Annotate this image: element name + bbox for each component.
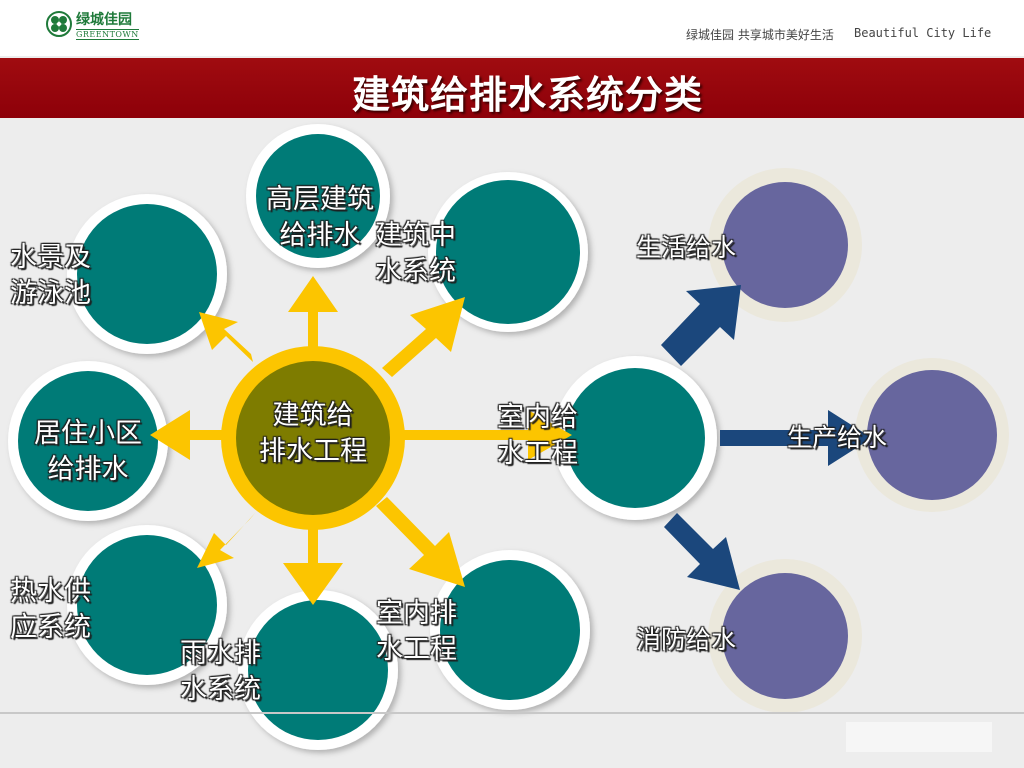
footer-divider xyxy=(0,712,1024,714)
high-rise-label-line1: 高层建筑 xyxy=(266,184,374,215)
branch-arrows xyxy=(150,276,572,605)
indoor-supply-label: 室内给 水工程 xyxy=(497,400,578,472)
high-rise-label: 高层建筑 给排水 xyxy=(250,182,390,254)
high-rise-label-line2: 给排水 xyxy=(279,220,361,251)
rainwater-label-line2: 水系统 xyxy=(180,674,261,705)
greentown-logo: 绿城佳园 GREENTOWN xyxy=(46,9,139,43)
arrow-to-domestic xyxy=(661,285,741,366)
arrow-to-production xyxy=(720,410,872,466)
logo-english-text: GREENTOWN xyxy=(76,29,139,40)
footer-box xyxy=(846,722,992,752)
clover-icon xyxy=(46,11,72,37)
residential-node xyxy=(8,361,168,521)
arrow-to-fire xyxy=(664,513,740,590)
slogan-english: Beautiful City Life xyxy=(854,26,992,40)
production-supply-node xyxy=(855,358,1009,512)
landscape-pool-node xyxy=(67,194,227,354)
indoor-drainage-label-line2: 水工程 xyxy=(376,634,457,665)
arrow-upper-right xyxy=(382,297,465,377)
production-supply-label: 生产给水 xyxy=(787,423,888,452)
middle-water-label: 建筑中 水系统 xyxy=(375,218,456,290)
hot-water-label-line2: 应系统 xyxy=(10,612,91,643)
arrow-right xyxy=(400,410,572,460)
slide-title: 建筑给排水系统分类 xyxy=(352,73,704,117)
residential-label-line1: 居住小区 xyxy=(34,418,142,449)
indoor-drainage-label: 室内排 水工程 xyxy=(376,596,457,668)
fire-supply-label: 消防给水 xyxy=(636,625,737,654)
arrow-lower-left xyxy=(197,512,256,568)
title-banner xyxy=(0,58,1024,118)
supply-arrows xyxy=(661,285,872,590)
indoor-drainage-node xyxy=(430,550,590,710)
arrow-lower-right xyxy=(376,497,465,587)
middle-water-label-line2: 水系统 xyxy=(375,256,456,287)
logo-chinese-text: 绿城佳园 xyxy=(76,12,132,28)
landscape-pool-label: 水景及 游泳池 xyxy=(10,240,91,312)
center-node xyxy=(221,346,405,530)
center-label-line1: 建筑给 xyxy=(272,400,354,431)
hot-water-label: 热水供 应系统 xyxy=(10,574,91,646)
arrow-down xyxy=(283,520,343,605)
middle-water-label-line1: 建筑中 xyxy=(375,220,456,251)
hot-water-node xyxy=(67,525,227,685)
landscape-pool-label-line1: 水景及 xyxy=(10,242,91,273)
center-label-line2: 排水工程 xyxy=(259,436,367,467)
indoor-supply-label-line2: 水工程 xyxy=(497,438,578,469)
middle-water-node xyxy=(428,172,588,332)
high-rise-node xyxy=(246,124,390,268)
slogan-chinese: 绿城佳园 共享城市美好生活 xyxy=(686,28,834,42)
domestic-supply-node xyxy=(708,168,862,322)
residential-label-line2: 给排水 xyxy=(47,454,129,485)
residential-label: 居住小区 给排水 xyxy=(18,416,158,488)
rainwater-label-line1: 雨水排 xyxy=(180,638,261,669)
arrow-up xyxy=(288,276,338,370)
rainwater-node xyxy=(238,590,398,750)
indoor-drainage-label-line1: 室内排 xyxy=(376,598,457,629)
domestic-supply-label: 生活给水 xyxy=(636,233,737,262)
header-bar: 绿城佳园 GREENTOWN 绿城佳园 共享城市美好生活 Beautiful C… xyxy=(0,0,1024,56)
arrow-left xyxy=(150,410,236,460)
hot-water-label-line1: 热水供 xyxy=(10,576,91,607)
indoor-supply-label-line1: 室内给 xyxy=(497,402,578,433)
indoor-supply-node xyxy=(553,356,717,520)
landscape-pool-label-line2: 游泳池 xyxy=(10,278,91,309)
center-label: 建筑给 排水工程 xyxy=(248,398,378,470)
rainwater-label: 雨水排 水系统 xyxy=(180,636,261,708)
fire-supply-node xyxy=(708,559,862,713)
arrow-upper-left xyxy=(199,312,253,362)
